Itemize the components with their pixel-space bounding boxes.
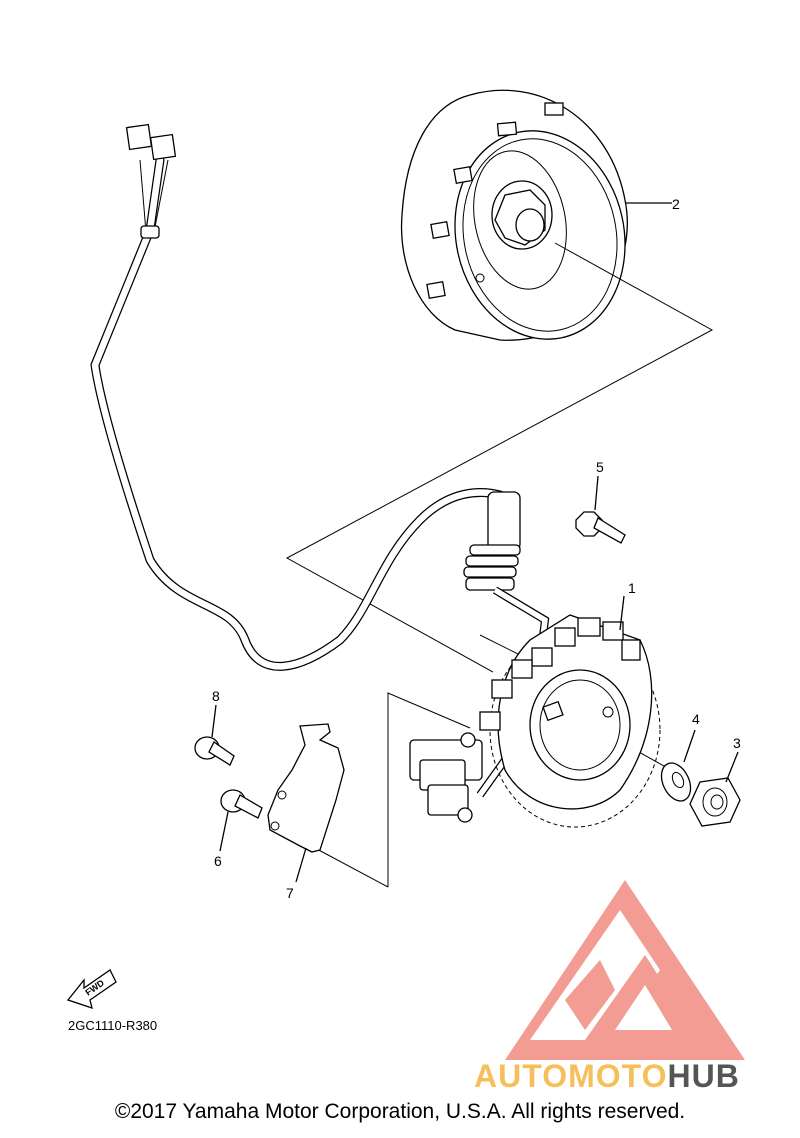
svg-text:AUTOMOTOHUB: AUTOMOTOHUB <box>474 1058 740 1094</box>
automotohub-wordmark: AUTOMOTOHUB <box>474 1058 740 1094</box>
diagram-code: 2GC1110-R380 <box>68 1018 157 1033</box>
fwd-arrow-icon: FWD <box>66 969 117 1009</box>
clamp-part-7 <box>267 723 345 883</box>
automotohub-logo <box>505 880 745 1060</box>
callout-3: 3 <box>733 735 741 751</box>
callout-7: 7 <box>286 885 294 901</box>
nut-part-3 <box>689 751 741 827</box>
bolt-part-5 <box>575 475 626 544</box>
screw-part-6 <box>219 789 263 852</box>
callout-4: 4 <box>692 711 700 727</box>
callout-5: 5 <box>596 459 604 475</box>
callout-2: 2 <box>672 196 680 212</box>
callout-1: 1 <box>628 580 636 596</box>
callout-8: 8 <box>212 688 220 704</box>
wire-harness <box>90 123 550 798</box>
brand-hub: HUB <box>667 1058 739 1094</box>
callout-6: 6 <box>214 853 222 869</box>
copyright-text: ©2017 Yamaha Motor Corporation, U.S.A. A… <box>114 1100 686 1123</box>
rotor-flywheel <box>400 89 672 341</box>
stator <box>409 595 661 828</box>
brand-auto: AUTOMOTO <box>474 1058 667 1094</box>
washer-part-4 <box>660 729 696 802</box>
screw-part-8 <box>194 704 235 766</box>
